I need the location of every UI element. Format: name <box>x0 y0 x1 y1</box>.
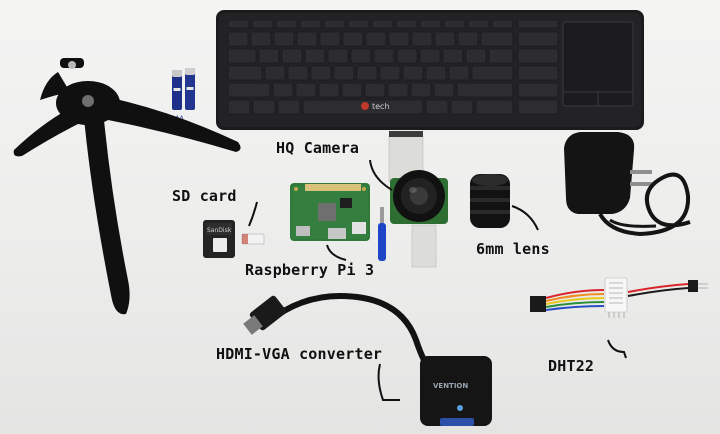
power-adapter <box>564 132 691 237</box>
aaa-batteries: AAA <box>171 68 195 122</box>
hq-camera-leader <box>369 159 393 191</box>
dht22-sensor <box>530 277 708 318</box>
dht22-label: DHT22 <box>548 357 595 375</box>
sd-card-leader <box>248 201 258 227</box>
lens-leader <box>511 205 539 231</box>
raspberry-pi-label: Raspberry Pi 3 <box>245 261 375 279</box>
keyboard-logo-icon <box>361 102 369 110</box>
raspberry-pi-board <box>290 183 370 241</box>
hq-camera <box>390 170 448 224</box>
hdmi-vga-leader <box>377 363 400 401</box>
hq-camera-label: HQ Camera <box>276 139 360 157</box>
label-leader-lines <box>248 159 627 401</box>
hdmi-vga-converter: VENTION <box>243 292 492 426</box>
lens-label: 6mm lens <box>476 240 550 258</box>
wireless-keyboard: tech <box>216 10 644 130</box>
converter-brand: VENTION <box>433 382 468 390</box>
hdmi-vga-label: HDMI-VGA converter <box>216 345 383 363</box>
sd-card: SanDisk <box>203 220 265 258</box>
raspberry-pi-leader <box>326 244 347 261</box>
mini-tripod <box>13 58 241 315</box>
dht22-leader <box>607 339 627 359</box>
screwdriver <box>378 207 386 261</box>
keyboard-brand: tech <box>372 102 390 111</box>
sd-card-label: SD card <box>172 187 237 205</box>
lens-6mm <box>470 174 510 228</box>
sd-brand: SanDisk <box>207 227 232 234</box>
